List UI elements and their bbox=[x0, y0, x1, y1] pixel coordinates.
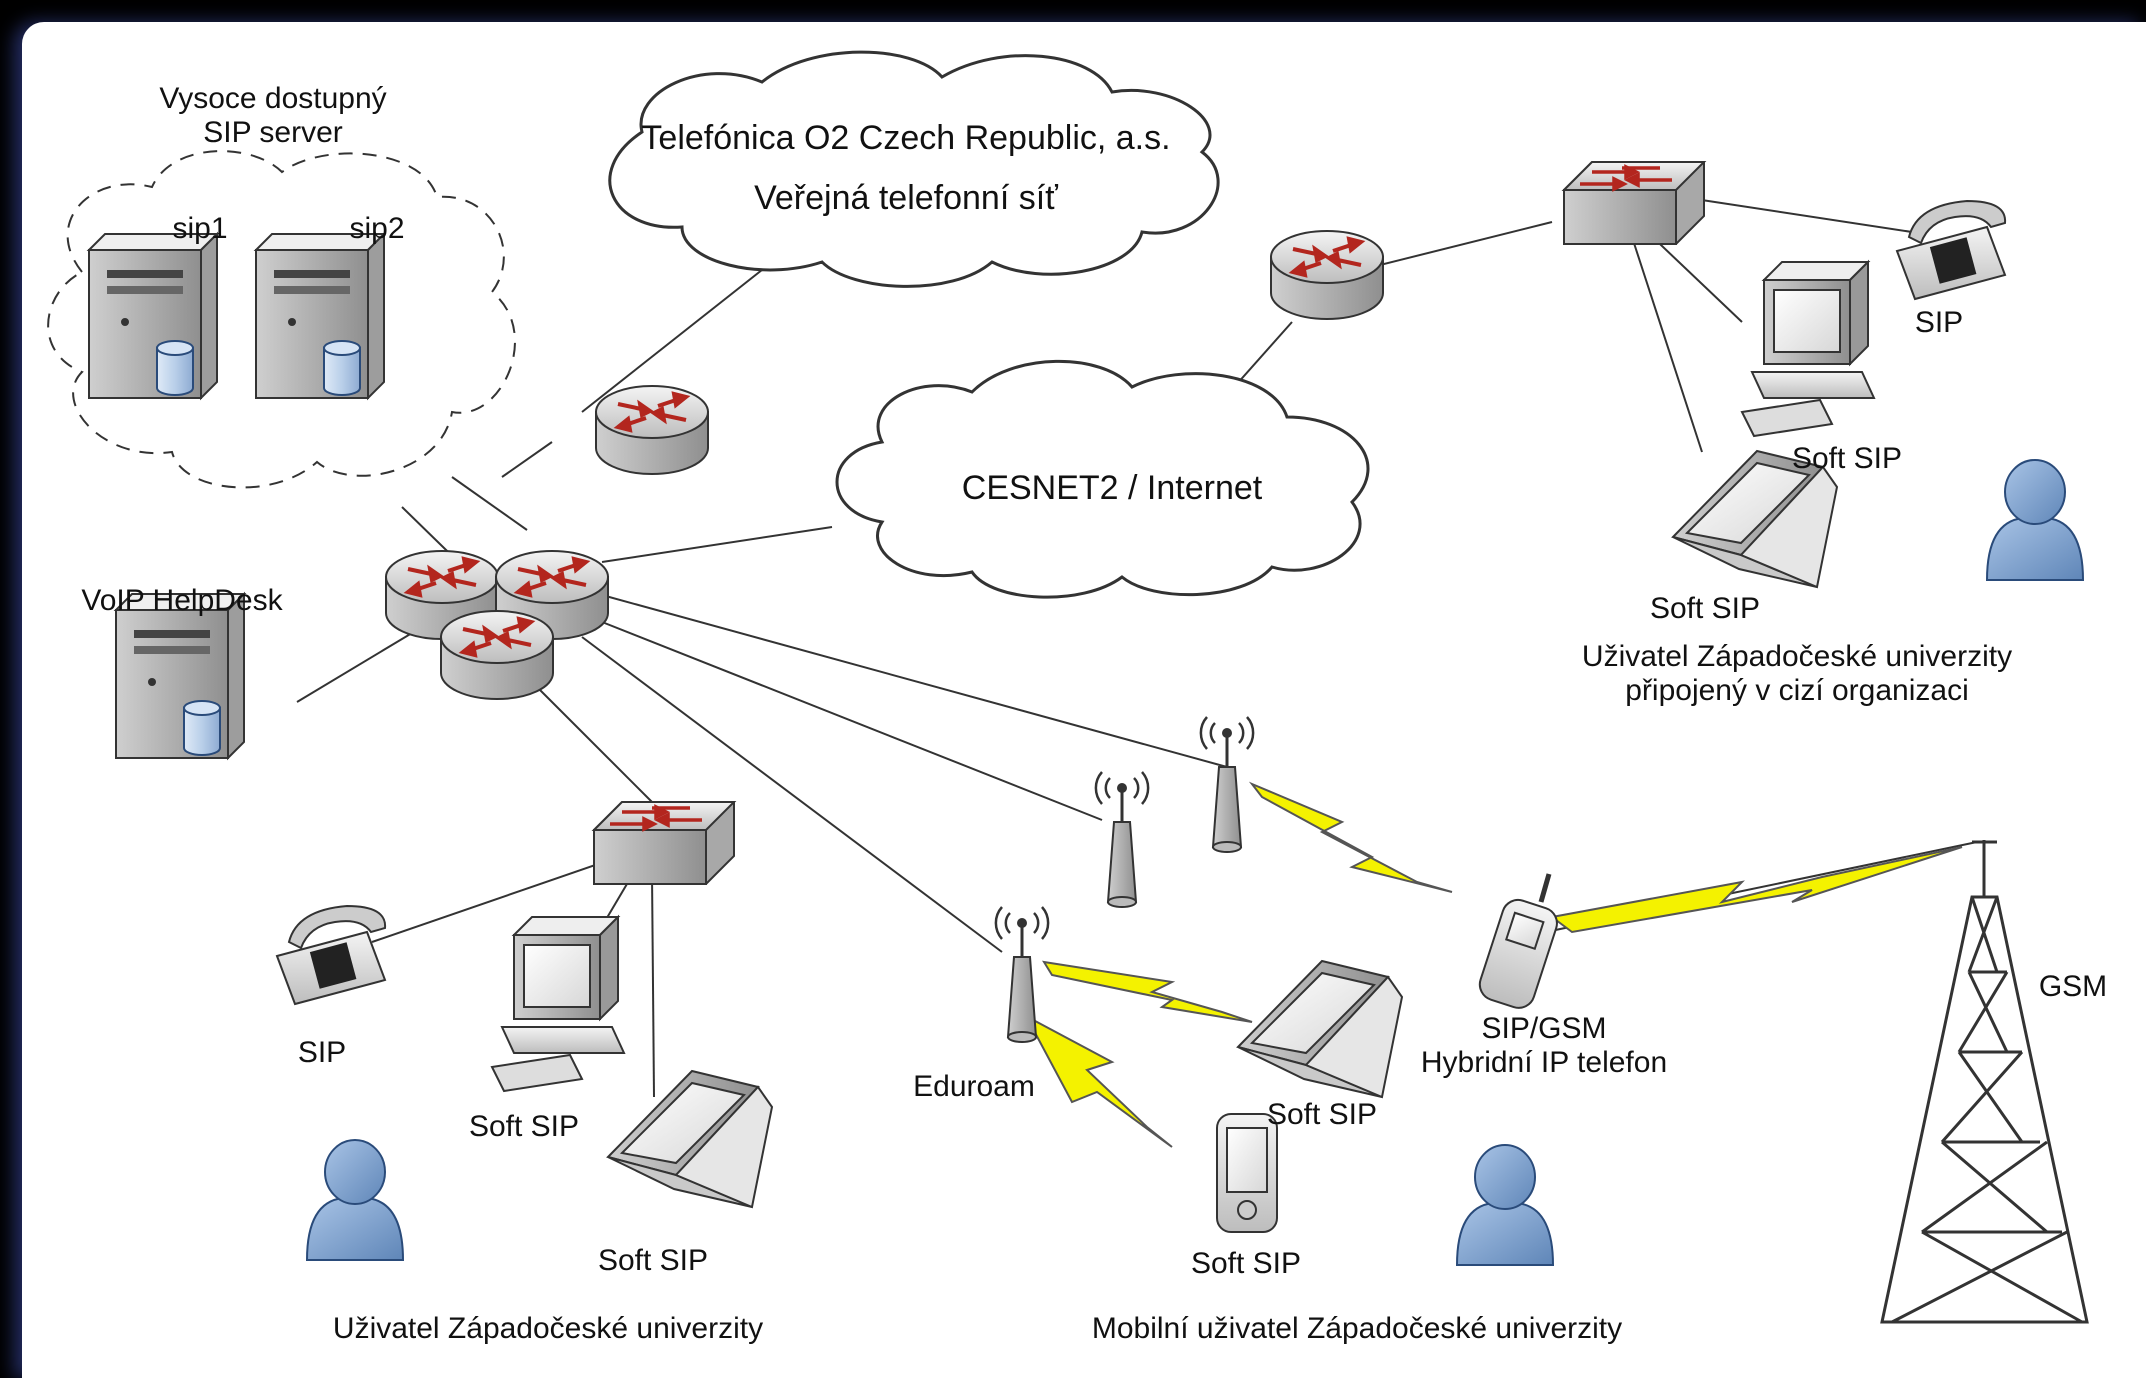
remote-desktop-icon bbox=[1741, 261, 1875, 437]
eduroam-label: Eduroam bbox=[913, 1070, 1035, 1103]
router-pstn-icon bbox=[594, 384, 710, 476]
helpdesk-server-icon bbox=[115, 593, 245, 759]
core-router-3-icon bbox=[439, 609, 555, 701]
remote-desk-phone-icon bbox=[1896, 200, 2007, 300]
sip2-label: sip2 bbox=[349, 212, 405, 245]
pstn-cloud-line2: Veřejná telefonní síť bbox=[754, 179, 1058, 217]
ha-title-line1: Vysoce dostupný bbox=[159, 82, 387, 115]
lightning-bolts bbox=[1021, 781, 1963, 1148]
remote-switch-icon bbox=[1562, 160, 1706, 246]
helpdesk-label: VoIP HelpDesk bbox=[81, 584, 283, 617]
campus-sip-label: SIP bbox=[297, 1036, 347, 1069]
hybrid-label-line1: SIP/GSM bbox=[1481, 1012, 1607, 1045]
campus-desktop-icon bbox=[491, 916, 625, 1092]
remote-caption-line1: Uživatel Západočeské univerzity bbox=[1581, 640, 2013, 673]
remote-user-icon bbox=[1986, 459, 2084, 581]
mobile-laptop-label: Soft SIP bbox=[1266, 1098, 1378, 1131]
hybrid-phone-icon bbox=[1476, 874, 1561, 1012]
sip1-label: sip1 bbox=[172, 212, 228, 245]
ha-title-line2: SIP server bbox=[203, 116, 343, 149]
eduroam-ap-icon bbox=[994, 905, 1050, 1044]
mobile-user-icon bbox=[1456, 1144, 1554, 1266]
remote-router-icon bbox=[1269, 229, 1385, 321]
access-point-2-icon bbox=[1094, 770, 1150, 909]
server-sip1-icon bbox=[88, 233, 218, 399]
campus-user-caption: Uživatel Západočeské univerzity bbox=[332, 1312, 764, 1345]
mobile-user-caption: Mobilní uživatel Západočeské univerzity bbox=[1091, 1312, 1623, 1345]
internet-cloud-label: CESNET2 / Internet bbox=[961, 469, 1263, 507]
gsm-tower bbox=[1880, 840, 2089, 1324]
campus-desk-phone-icon bbox=[276, 905, 387, 1005]
diagram-card: Vysoce dostupný SIP server sip1 sip2 Tel… bbox=[22, 22, 2146, 1378]
pstn-cloud bbox=[608, 50, 1220, 288]
hybrid-label-line2: Hybridní IP telefon bbox=[1420, 1046, 1668, 1079]
campus-laptop-icon bbox=[607, 1070, 773, 1208]
network-diagram bbox=[47, 50, 2089, 1324]
campus-user-icon bbox=[306, 1139, 404, 1261]
mobile-laptop-icon bbox=[1237, 960, 1403, 1098]
pstn-cloud-line1: Telefónica O2 Czech Republic, a.s. bbox=[641, 119, 1171, 157]
remote-desktop-label: Soft SIP bbox=[1791, 442, 1903, 475]
remote-caption-line2: připojený v cizí organizaci bbox=[1625, 674, 1969, 707]
server-sip2-icon bbox=[255, 233, 385, 399]
pda-label: Soft SIP bbox=[1190, 1247, 1302, 1280]
campus-laptop-label: Soft SIP bbox=[597, 1244, 709, 1277]
remote-sip-label: SIP bbox=[1914, 306, 1964, 339]
internet-cloud bbox=[835, 359, 1370, 599]
campus-switch-icon bbox=[592, 800, 736, 886]
campus-desktop-label: Soft SIP bbox=[468, 1110, 580, 1143]
gsm-label: GSM bbox=[2038, 970, 2108, 1003]
access-point-1-icon bbox=[1199, 715, 1255, 854]
remote-laptop-label: Soft SIP bbox=[1649, 592, 1761, 625]
